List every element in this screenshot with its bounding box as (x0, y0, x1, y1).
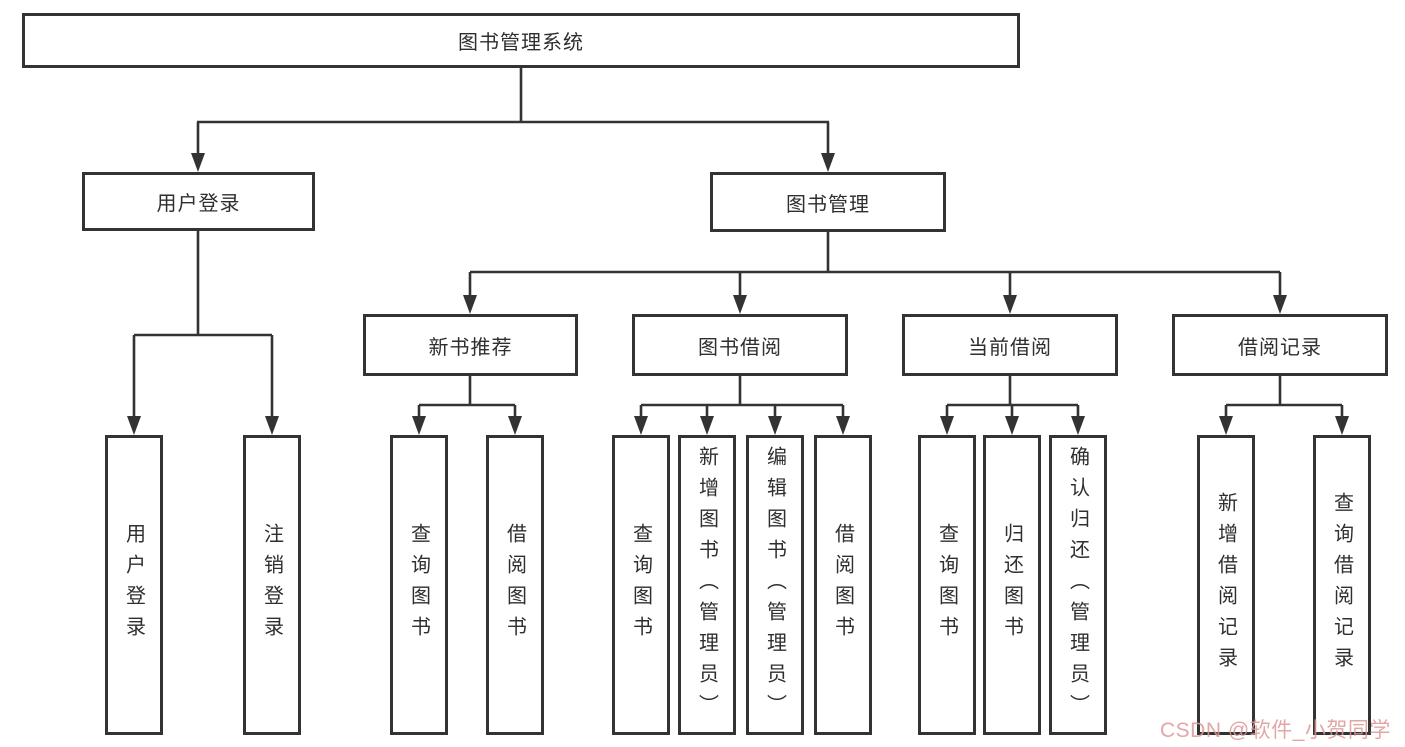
arrow-icon (1273, 295, 1287, 314)
arrow-icon (265, 416, 279, 435)
leaf-borrow-query-label: 查询图书 (629, 523, 652, 647)
leaf-record-add-label: 新增借阅记录 (1214, 492, 1237, 678)
node-root-label: 图书管理系统 (458, 32, 584, 54)
leaf-record-add: 新增借阅记录 (1197, 435, 1255, 735)
arrow-icon (1335, 416, 1349, 435)
arrow-icon (821, 153, 835, 172)
node-borrow-records: 借阅记录 (1172, 314, 1388, 376)
leaf-newbook-query-label: 查询图书 (407, 523, 430, 647)
connector-new-book-leaves (417, 376, 517, 422)
arrow-icon (634, 416, 648, 435)
leaf-newbook-borrow-label: 借阅图书 (503, 523, 526, 647)
arrow-icon (127, 416, 141, 435)
leaf-borrow-edit-admin-label: 编辑图书（管理员） (763, 445, 786, 725)
connector-book-borrow-leaves (639, 376, 845, 422)
node-current-borrow-label: 当前借阅 (968, 336, 1052, 359)
arrow-icon (700, 416, 714, 435)
node-book-management: 图书管理 (710, 172, 946, 232)
connector-root-level2 (196, 68, 830, 160)
leaf-current-confirm-admin: 确认归还（管理员） (1049, 435, 1107, 735)
arrow-icon (1003, 295, 1017, 314)
connector-user-login-leaves (132, 231, 274, 422)
leaf-borrow-edit-admin: 编辑图书（管理员） (746, 435, 804, 735)
node-user-login: 用户登录 (82, 172, 315, 231)
arrow-icon (508, 416, 522, 435)
leaf-borrow-book: 借阅图书 (814, 435, 872, 735)
leaf-record-query: 查询借阅记录 (1313, 435, 1371, 735)
arrow-icon (836, 416, 850, 435)
arrow-icon (1219, 416, 1233, 435)
leaf-current-query-label: 查询图书 (935, 523, 958, 647)
arrow-icon (463, 295, 477, 314)
arrow-icon (412, 416, 426, 435)
leaf-user-login-label: 用户登录 (122, 523, 145, 647)
leaf-logout: 注销登录 (243, 435, 301, 735)
arrow-icon (191, 153, 205, 172)
watermark: CSDN @软件_小贺同学 (1160, 719, 1391, 742)
node-borrow-records-label: 借阅记录 (1238, 336, 1322, 359)
node-root: 图书管理系统 (22, 13, 1020, 68)
leaf-newbook-borrow: 借阅图书 (486, 435, 544, 735)
leaf-borrow-add-admin-label: 新增图书（管理员） (695, 445, 718, 725)
leaf-current-return-label: 归还图书 (1000, 523, 1023, 647)
leaf-newbook-query: 查询图书 (390, 435, 448, 735)
node-book-management-label: 图书管理 (786, 193, 870, 216)
leaf-user-login: 用户登录 (105, 435, 163, 735)
arrow-icon (1005, 416, 1019, 435)
connector-borrow-records-leaves (1224, 376, 1344, 422)
leaf-borrow-add-admin: 新增图书（管理员） (678, 435, 736, 735)
node-book-borrow-label: 图书借阅 (698, 336, 782, 359)
leaf-current-query: 查询图书 (918, 435, 976, 735)
leaf-borrow-book-label: 借阅图书 (831, 523, 854, 647)
leaf-record-query-label: 查询借阅记录 (1330, 492, 1353, 678)
arrow-icon (768, 416, 782, 435)
connector-current-borrow-leaves (945, 376, 1080, 422)
leaf-logout-label: 注销登录 (260, 523, 283, 647)
arrow-icon (1071, 416, 1085, 435)
leaf-borrow-query: 查询图书 (612, 435, 670, 735)
node-current-borrow: 当前借阅 (902, 314, 1118, 376)
leaf-current-confirm-admin-label: 确认归还（管理员） (1066, 445, 1089, 725)
arrow-icon (733, 295, 747, 314)
arrowheads (127, 153, 1349, 435)
node-new-book-recommend: 新书推荐 (363, 314, 578, 376)
connector-book-mgmt-level3 (468, 232, 1282, 302)
node-new-book-recommend-label: 新书推荐 (428, 336, 513, 359)
node-user-login-label: 用户登录 (156, 193, 241, 215)
leaf-current-return: 归还图书 (983, 435, 1041, 735)
arrow-icon (940, 416, 954, 435)
node-book-borrow: 图书借阅 (632, 314, 848, 376)
